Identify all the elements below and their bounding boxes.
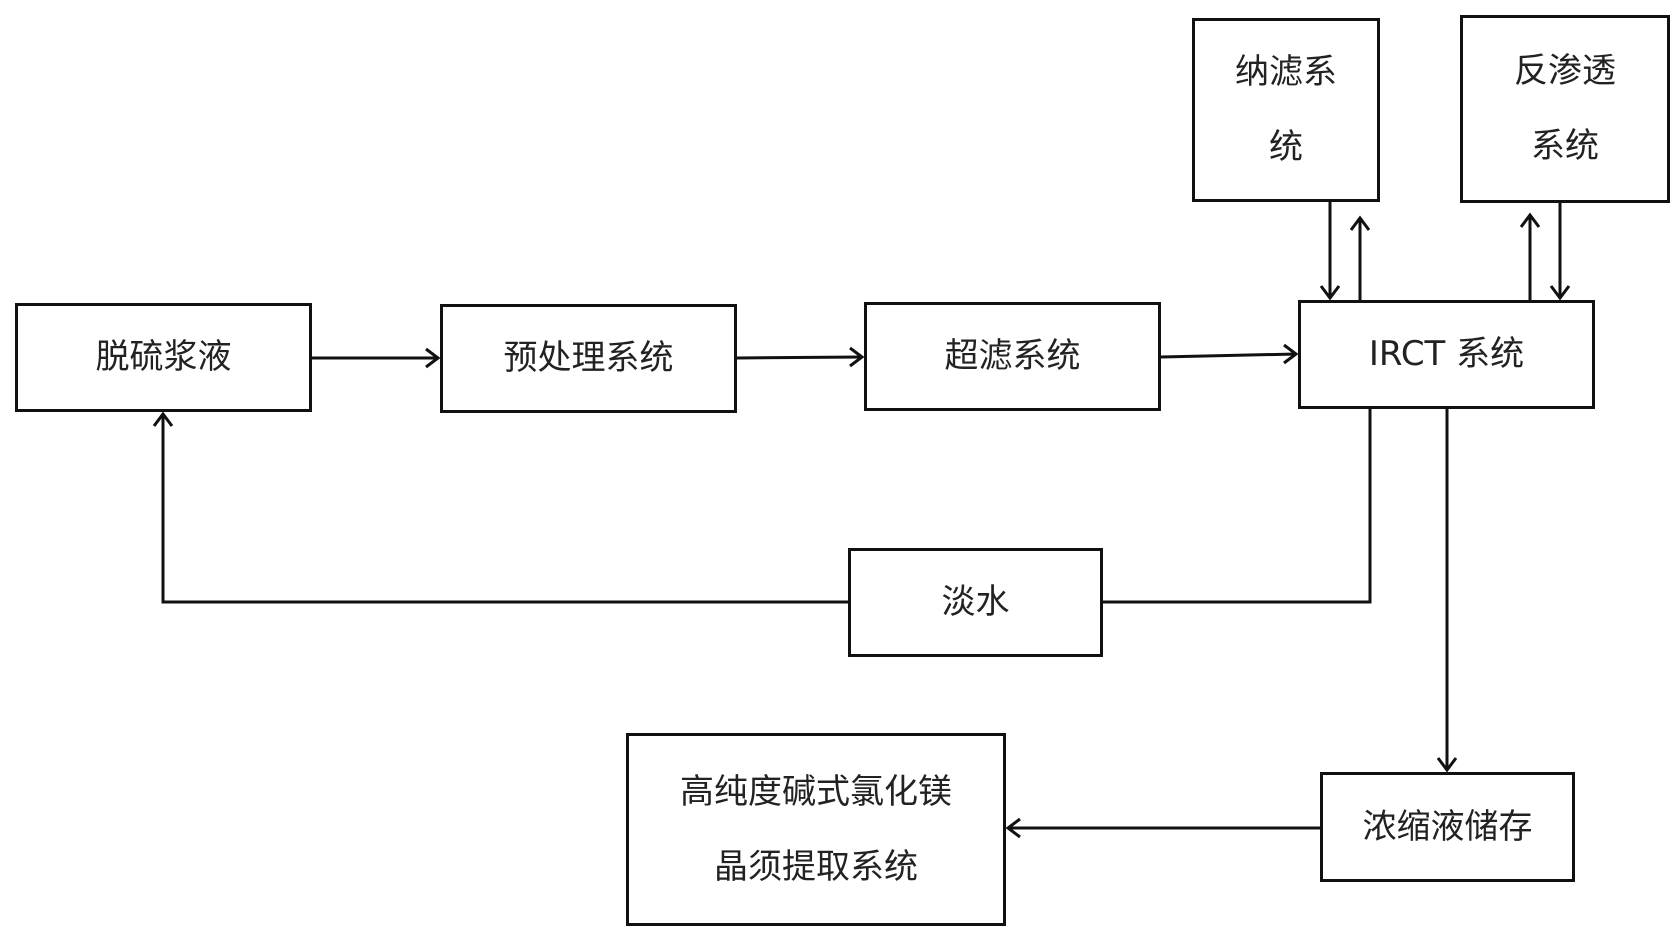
edge-ultrafiltration-to-irct (1160, 352, 1297, 359)
nanofiltration-system-node: 纳滤系 统 (1192, 18, 1380, 202)
fresh-water-node: 淡水 (848, 548, 1103, 657)
ultrafiltration-system-node: 超滤系统 (864, 302, 1161, 411)
edge-fresh-water-to-desulfurization (161, 414, 848, 604)
node-label: 超滤系统 (944, 336, 1081, 377)
concentrate-storage-node: 浓缩液储存 (1320, 772, 1575, 882)
arrowhead (1549, 285, 1571, 301)
node-label-line-2: 系统 (1531, 126, 1599, 166)
node-label-line-2: 晶须提取系统 (714, 846, 918, 887)
node-label-line-1: 纳滤系 (1235, 52, 1337, 93)
node-label-line-2: 统 (1269, 127, 1303, 167)
arrowhead (1436, 757, 1458, 773)
arrowhead (152, 411, 174, 427)
arrowhead (849, 346, 865, 368)
arrowhead (1005, 817, 1021, 839)
node-label: IRCT 系统 (1368, 334, 1525, 375)
reverse-osmosis-system-node: 反渗透 系统 (1460, 15, 1670, 203)
arrowhead (1283, 343, 1299, 365)
node-label-line-1: 高纯度碱式氯化镁 (680, 771, 952, 812)
node-label: 脱硫浆液 (95, 337, 232, 378)
arrowhead (1349, 215, 1371, 231)
arrowhead (1319, 285, 1341, 301)
node-label: 浓缩液储存 (1362, 806, 1533, 847)
edge-irct-to-fresh-water (1103, 409, 1372, 604)
node-label-line-1: 反渗透 (1514, 51, 1616, 92)
arrowhead (1519, 212, 1541, 228)
whisker-extraction-system-node: 高纯度碱式氯化镁 晶须提取系统 (626, 733, 1006, 926)
desulfurization-slurry-node: 脱硫浆液 (15, 303, 312, 412)
edge-pretreatment-to-ultrafiltration (736, 355, 863, 360)
node-label: 预处理系统 (503, 338, 674, 379)
pretreatment-system-node: 预处理系统 (440, 304, 737, 413)
irct-system-node: IRCT 系统 (1298, 300, 1595, 409)
arrowhead (425, 347, 441, 369)
node-label: 淡水 (941, 582, 1010, 623)
